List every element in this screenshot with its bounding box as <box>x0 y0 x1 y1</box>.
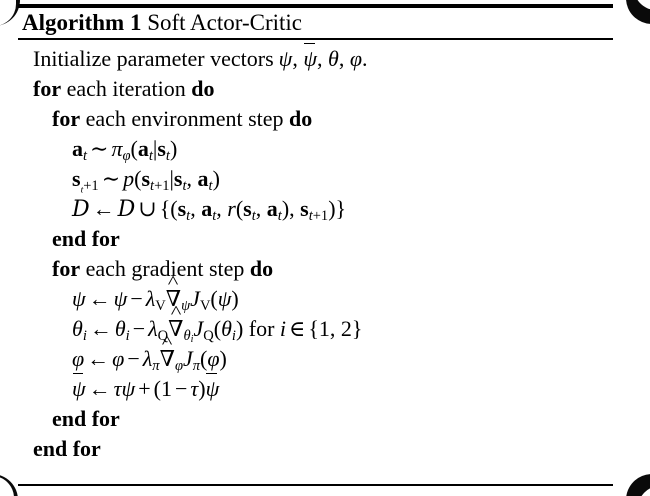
algorithm-number: 1 <box>129 10 142 35</box>
period: . <box>361 46 368 71</box>
symbol-psi-bar: ψ <box>72 373 86 404</box>
symbol-tilde: ∼ <box>90 136 109 161</box>
index-set: {1, 2} <box>308 316 363 341</box>
symbol-psi-bar: ψ <box>206 373 219 404</box>
line-end-for-gradient: end for <box>0 404 650 434</box>
algorithm-top-rule <box>18 4 613 8</box>
line-update-theta: θi←θi−λQ∇θiJQ(θi) for i∈{1, 2} <box>0 314 650 345</box>
symbol-phi: φ <box>349 46 362 71</box>
keyword-do: do <box>249 256 274 281</box>
symbol-arrow-left: ← <box>88 286 111 311</box>
keyword-end-for: end for <box>52 406 120 431</box>
symbol-arrow-left: ← <box>87 346 110 371</box>
page-corner-top-left <box>0 0 20 26</box>
keyword-end-for: end for <box>52 226 120 251</box>
symbol-minus: − <box>130 286 143 311</box>
algorithm-keyword: Algorithm <box>22 10 125 35</box>
environment-step-words: environment step <box>131 106 284 131</box>
symbol-psi-bar: ψ <box>303 43 317 74</box>
line-for-gradient-step: for each gradient step do <box>0 254 650 284</box>
symbol-arrow-left: ← <box>88 376 111 401</box>
symbol-theta: θ <box>328 46 339 71</box>
line-for-iteration: for each iteration do <box>0 74 650 104</box>
symbol-element-of: ∈ <box>289 316 306 341</box>
line-update-psi: ψ←ψ−λV∇ψJV(ψ) <box>0 284 650 314</box>
each-word: each <box>85 256 126 281</box>
index-i: i <box>279 316 287 341</box>
keyword-for: for <box>52 106 81 131</box>
page-corner-bottom-right <box>626 474 650 496</box>
each-word: each <box>66 76 107 101</box>
keyword-for: for <box>33 76 62 101</box>
constant-one: 1 <box>160 376 172 401</box>
line-update-phi: φ←φ−λπ∇φJπ(φ) <box>0 344 650 374</box>
line-sample-state: st+1∼p(st+1|st, at) <box>72 166 220 196</box>
symbol-minus: − <box>174 376 188 401</box>
algorithm-title-separator-rule <box>18 38 613 40</box>
iteration-word: iteration <box>112 76 186 101</box>
keyword-end-for: end for <box>33 436 101 461</box>
line-for-env-step: for each environment step do <box>0 104 650 134</box>
symbol-arrow-left: ← <box>89 316 112 341</box>
initialize-text: Initialize parameter vectors <box>33 46 274 71</box>
symbol-minus: − <box>127 346 140 371</box>
page-corner-bottom-left <box>0 474 18 496</box>
algorithm-bottom-rule <box>18 484 613 486</box>
symbol-union: ∪ <box>138 196 157 221</box>
line-buffer-update: D←D∪{(st, at, r(st, at), st+1)} <box>72 196 347 225</box>
symbol-minus: − <box>132 316 146 341</box>
each-word: each <box>85 106 126 131</box>
symbol-plus: + <box>138 376 151 401</box>
keyword-do: do <box>191 76 215 101</box>
for-scalar-word: for <box>248 316 275 341</box>
page-corner-top-right <box>626 0 650 24</box>
line-update-psi-bar: ψ←τψ+(1−τ)ψ <box>0 373 650 404</box>
algorithm-title: Algorithm 1 Soft Actor-Critic <box>22 8 302 37</box>
symbol-tilde: ∼ <box>101 166 121 191</box>
line-end-for-iteration: end for <box>0 434 650 464</box>
keyword-do: do <box>289 106 313 131</box>
gradient-step-words: gradient step <box>131 256 245 281</box>
symbol-psi: ψ <box>278 46 293 71</box>
line-sample-action: at∼πφ(at|st) <box>72 136 178 165</box>
keyword-for: for <box>52 256 81 281</box>
line-end-for-env: end for <box>0 224 650 254</box>
algorithm-title-text: Soft Actor-Critic <box>147 10 302 35</box>
symbol-arrow-left: ← <box>92 196 115 221</box>
